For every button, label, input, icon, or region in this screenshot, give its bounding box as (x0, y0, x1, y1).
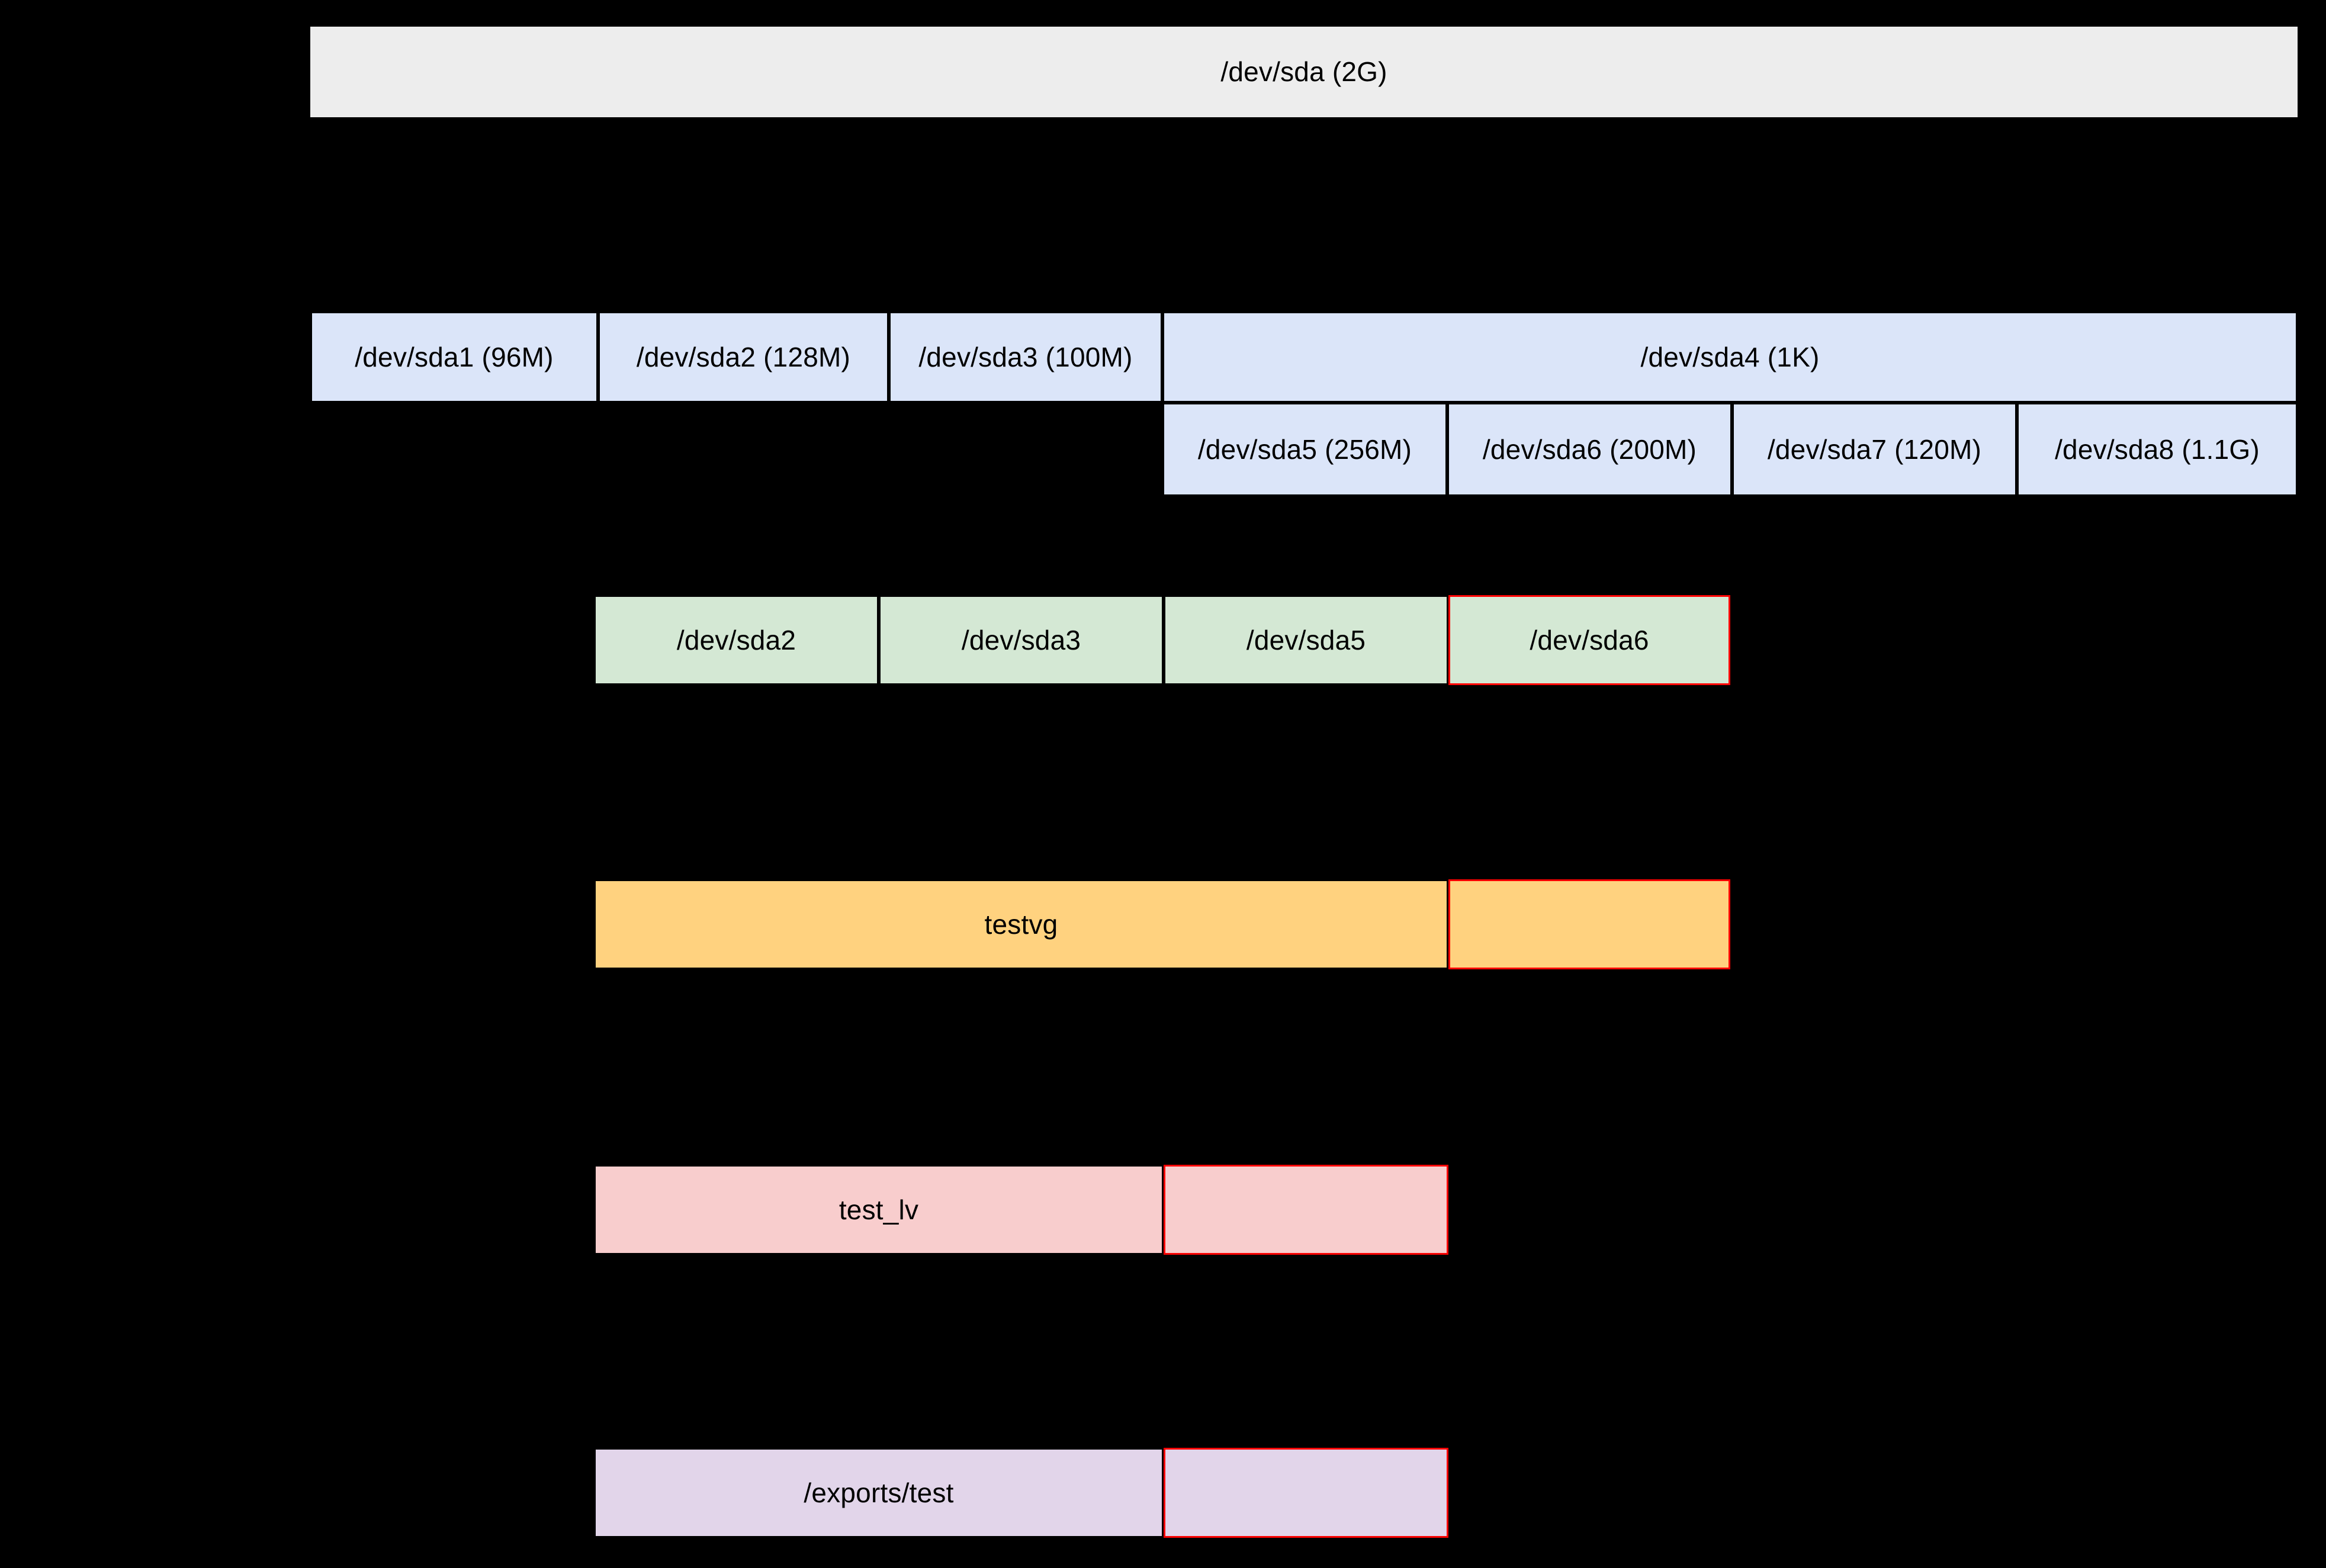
partition-block-sda5: /dev/sda5 (256M) (1162, 403, 1447, 496)
partition-block-sda8: /dev/sda8 (1.1G) (2017, 403, 2298, 496)
partition-block-sda3: /dev/sda3 (100M) (889, 311, 1162, 403)
lv-block-extension-highlighted (1164, 1165, 1448, 1255)
pv-block-sda3: /dev/sda3 (879, 595, 1164, 685)
partition-block-sda6: /dev/sda6 (200M) (1447, 403, 1732, 496)
partition-block-sda2: /dev/sda2 (128M) (598, 311, 889, 403)
partition-block-sda1: /dev/sda1 (96M) (310, 311, 598, 403)
partition-block-sda7: /dev/sda7 (120M) (1732, 403, 2017, 496)
lv-block-test-lv: test_lv (594, 1165, 1164, 1255)
vg-block-testvg: testvg (594, 879, 1448, 969)
pv-block-sda2: /dev/sda2 (594, 595, 879, 685)
mount-block-exports-test: /exports/test (594, 1448, 1164, 1538)
disk-block-sda: /dev/sda (2G) (310, 27, 2298, 117)
partition-block-sda4-extended: /dev/sda4 (1K) (1162, 311, 2298, 403)
pv-block-sda6-highlighted: /dev/sda6 (1448, 595, 1730, 685)
vg-block-free-extent-highlighted (1448, 879, 1730, 969)
pv-block-sda5: /dev/sda5 (1164, 595, 1448, 685)
mount-block-extension-highlighted (1164, 1448, 1448, 1538)
